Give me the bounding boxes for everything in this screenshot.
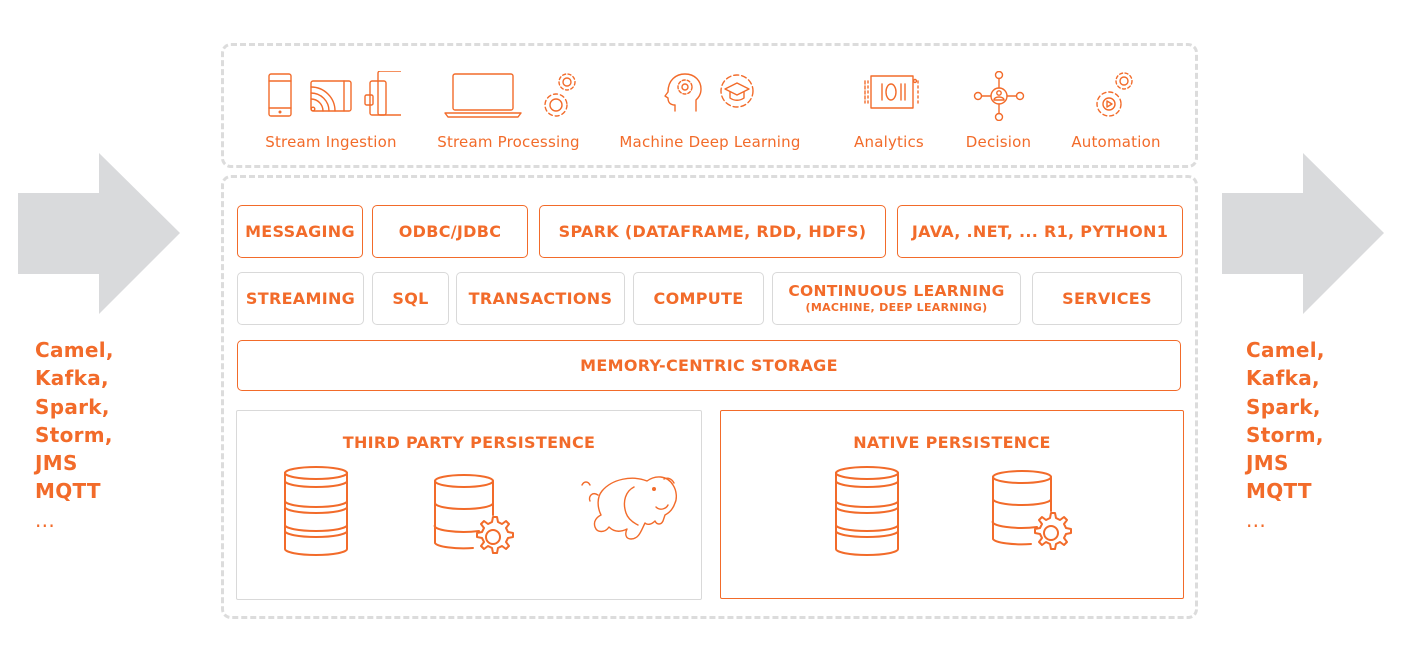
database-gear-icon xyxy=(433,474,514,554)
capabilities-panel xyxy=(221,43,1198,168)
hadoop-elephant-icon xyxy=(581,476,678,540)
capability-stream-processing: Stream Processing xyxy=(431,43,586,173)
feature-transactions: TRANSACTIONS xyxy=(456,272,625,325)
persistence-title: THIRD PARTY PERSISTENCE xyxy=(342,433,596,452)
input-source-item: Camel, xyxy=(35,338,114,362)
api-messaging: MESSAGING xyxy=(237,205,363,258)
third-party-persistence-panel: THIRD PARTY PERSISTENCE xyxy=(236,410,702,600)
platform-panel xyxy=(221,175,1198,619)
decision-network-icon xyxy=(973,71,1024,121)
api-label: MESSAGING xyxy=(245,222,355,241)
input-source-item: Kafka, xyxy=(35,366,109,391)
output-sink-item: MQTT xyxy=(1246,479,1312,504)
capability-label: Decision xyxy=(965,133,1032,151)
input-source-item: JMS xyxy=(35,451,78,476)
capability-label: Stream Ingestion xyxy=(265,133,397,151)
feature-sql: SQL xyxy=(372,272,449,325)
native-persistence-panel: NATIVE PERSISTENCE xyxy=(720,410,1184,599)
output-sink-item: Storm, xyxy=(1246,422,1324,447)
feature-label: SQL xyxy=(392,289,429,308)
output-sink-item: Kafka, xyxy=(1246,366,1320,391)
capability-automation: Automation xyxy=(1066,43,1166,173)
input-source-item: Spark, xyxy=(35,394,110,419)
capability-label: Stream Processing xyxy=(437,133,580,151)
output-sink-item: Spark, xyxy=(1246,394,1321,419)
input-source-item: ... xyxy=(35,507,55,532)
api-label: ODBC/JDBC xyxy=(398,222,502,241)
api-label: JAVA, .NET, ... R1, PYTHON1 xyxy=(911,222,1169,241)
laptop-gears-icon xyxy=(443,73,576,118)
capabilities-row: Stream Ingestion Stream Processing Machi… xyxy=(221,43,1198,168)
input-sources-list: Camel, Kafka, Spark, Storm, JMS MQTT ... xyxy=(35,336,114,534)
input-source-item: Storm, xyxy=(35,422,113,447)
api-odbc-jdbc: ODBC/JDBC xyxy=(372,205,528,258)
memory-centric-storage: MEMORY-CENTRIC STORAGE xyxy=(237,340,1181,391)
capability-decision: Decision xyxy=(956,43,1041,173)
binary-data-icon xyxy=(864,75,919,109)
capability-label: Analytics xyxy=(854,133,924,151)
output-arrow xyxy=(1222,153,1384,314)
feature-label: CONTINUOUS LEARNING xyxy=(788,282,1005,301)
api-spark: SPARK (DATAFRAME, RDD, HDFS) xyxy=(539,205,886,258)
output-sinks-list: Camel, Kafka, Spark, Storm, JMS MQTT ... xyxy=(1246,336,1325,534)
api-label: SPARK (DATAFRAME, RDD, HDFS) xyxy=(558,222,867,241)
capability-stream-ingestion: Stream Ingestion xyxy=(251,43,401,173)
database-gear-icon xyxy=(991,470,1072,550)
persistence-title: NATIVE PERSISTENCE xyxy=(853,433,1051,452)
feature-sublabel: (MACHINE, DEEP LEARNING) xyxy=(805,300,988,314)
feature-streaming: STREAMING xyxy=(237,272,364,325)
storage-label: MEMORY-CENTRIC STORAGE xyxy=(580,356,838,375)
database-icon xyxy=(284,466,348,556)
database-icon xyxy=(835,466,899,556)
feature-label: SERVICES xyxy=(1062,289,1152,308)
devices-icon xyxy=(268,71,401,117)
capability-label: Automation xyxy=(1071,133,1161,151)
capability-analytics: Analytics xyxy=(839,43,939,173)
feature-label: TRANSACTIONS xyxy=(468,289,613,308)
input-arrow xyxy=(18,153,180,314)
brain-head-graduation-gear-icon xyxy=(664,73,754,112)
api-languages: JAVA, .NET, ... R1, PYTHON1 xyxy=(897,205,1183,258)
output-sink-item: JMS xyxy=(1246,451,1289,476)
capability-machine-deep-learning: Machine Deep Learning xyxy=(615,43,805,173)
output-sink-item: Camel, xyxy=(1246,338,1325,362)
feature-label: STREAMING xyxy=(245,289,356,308)
feature-compute: COMPUTE xyxy=(633,272,764,325)
automation-gears-icon xyxy=(1096,72,1133,117)
output-sink-item: ... xyxy=(1246,507,1266,532)
capability-label: Machine Deep Learning xyxy=(619,133,801,151)
feature-services: SERVICES xyxy=(1032,272,1182,325)
feature-continuous-learning: CONTINUOUS LEARNING (MACHINE, DEEP LEARN… xyxy=(772,272,1021,325)
feature-label: COMPUTE xyxy=(653,289,744,308)
input-source-item: MQTT xyxy=(35,479,101,504)
